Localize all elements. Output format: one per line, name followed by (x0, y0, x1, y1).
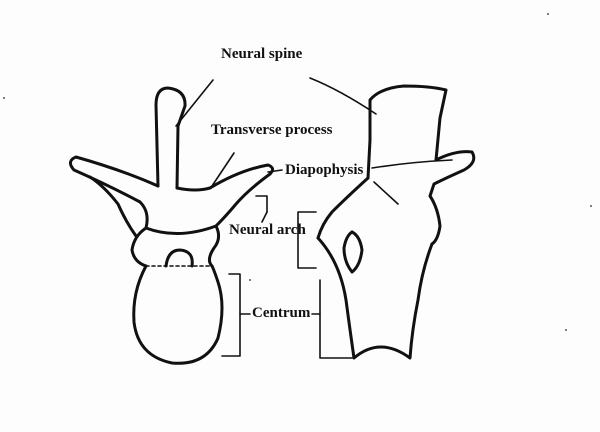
paper-specks (3, 13, 592, 331)
label-neural-spine: Neural spine (221, 46, 303, 62)
anterior-right-transverse-lower (214, 172, 272, 228)
lateral-diapophysis-outline (366, 138, 476, 246)
bracket-centrum-left (221, 273, 241, 357)
anterior-left-transverse-upper (69, 155, 160, 204)
bracket-centrum-right (319, 279, 353, 359)
anterior-centrum-body (132, 264, 224, 365)
anterior-neural-canal (164, 248, 194, 268)
leader-diapophysis-diag (373, 181, 399, 205)
leader-neural-spine-left (175, 79, 214, 127)
anterior-neural-spine-outline (154, 86, 187, 190)
leader-lines (175, 77, 453, 359)
leader-diapophysis-right (371, 159, 453, 169)
leader-diapophysis-left (267, 169, 283, 173)
anterior-neural-arch-left (130, 200, 149, 268)
label-transverse-process: Transverse process (211, 122, 333, 138)
bracket-neural-arch-left (255, 195, 268, 213)
label-diapophysis: Diapophysis (285, 162, 364, 178)
anterior-arch-bridge (144, 224, 218, 236)
lateral-process-bulge (342, 230, 364, 274)
anterior-view-vertebra (69, 86, 275, 365)
label-neural-arch: Neural arch (229, 222, 306, 238)
leader-neural-arch-left (261, 211, 268, 223)
anterior-neural-arch-right (207, 224, 221, 268)
label-centrum: Centrum (252, 305, 311, 321)
lateral-neural-spine-outline (368, 84, 448, 162)
anterior-left-transverse-lower (88, 175, 138, 238)
lateral-centrum-body (316, 236, 434, 360)
bracket-neural-arch-right (297, 211, 317, 269)
leader-transverse-process (211, 152, 235, 187)
leader-neural-spine-right (309, 77, 377, 115)
lateral-anterior-edge (316, 176, 370, 240)
anterior-right-transverse-upper (175, 163, 275, 192)
lateral-view-vertebra (316, 84, 476, 360)
